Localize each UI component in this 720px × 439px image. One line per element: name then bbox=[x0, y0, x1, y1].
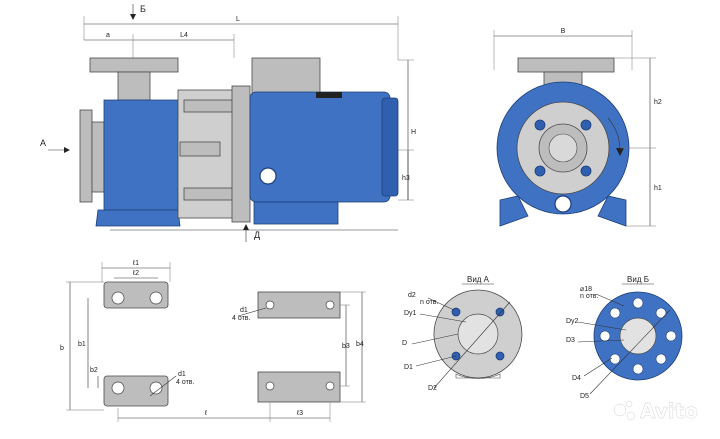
bolt-hole bbox=[580, 119, 592, 131]
dim-a-label: a bbox=[106, 32, 110, 39]
lifting-eye-icon bbox=[259, 167, 277, 185]
view-b-dy2-label: Dy2 bbox=[566, 318, 579, 325]
dim-d1-left-label: d1 bbox=[178, 371, 186, 378]
terminal-box bbox=[251, 57, 321, 95]
front-view: B h2 h1 bbox=[493, 28, 662, 227]
avito-watermark: Avito bbox=[613, 399, 698, 423]
arrow-b-label: Б bbox=[140, 4, 146, 14]
view-b-bolt-hole bbox=[655, 307, 667, 319]
view-a-d2-label: d2 bbox=[408, 292, 416, 299]
motor-foot-hole bbox=[265, 381, 275, 391]
motor-foot-hole bbox=[325, 381, 335, 391]
coupling bbox=[179, 141, 221, 157]
arrow-d-label: Д bbox=[254, 230, 260, 240]
view-b-bolt-hole bbox=[632, 297, 644, 309]
rotation-arrow-head bbox=[616, 148, 624, 156]
view-b-d5-label: D5 bbox=[580, 393, 589, 400]
view-b-d18-holes-label: n отв. bbox=[580, 293, 599, 300]
view-a: Вид А d2 n отв. Dy1 D D1 D2 bbox=[402, 275, 523, 392]
view-a-cutout bbox=[455, 373, 501, 379]
view-b-bolt-hole bbox=[655, 353, 667, 365]
front-foot-left bbox=[499, 195, 529, 227]
dim-L-label: L bbox=[236, 16, 240, 23]
view-b-title: Вид Б bbox=[627, 275, 649, 284]
dim-b1-label: b1 bbox=[78, 341, 86, 348]
suction-flange bbox=[79, 109, 93, 203]
dim-holes-right-label: 4 отв. bbox=[232, 315, 251, 322]
discharge-neck bbox=[117, 71, 151, 101]
dim-b3-label: b3 bbox=[342, 343, 350, 350]
bolt-hole bbox=[534, 165, 546, 177]
dim-h3-label: h3 bbox=[402, 175, 410, 182]
foot-hole bbox=[111, 291, 125, 305]
avito-logo-icon bbox=[613, 403, 627, 417]
view-a-d2-holes-label: n отв. bbox=[420, 299, 439, 306]
foot-hole bbox=[149, 381, 163, 395]
motor-fan-cover bbox=[381, 97, 399, 197]
motor-housing bbox=[249, 91, 391, 203]
motor-foot-hole bbox=[325, 300, 335, 310]
casing-foot bbox=[95, 209, 181, 227]
view-b: Вид Б ⌀18 n отв. Dy2 D3 D4 D5 bbox=[566, 275, 683, 400]
motor-flange bbox=[231, 85, 251, 223]
view-a-bolt-hole bbox=[495, 351, 505, 361]
suction-neck bbox=[91, 121, 105, 193]
dim-l1-label: ℓ1 bbox=[132, 260, 139, 267]
side-view: L a L4 Б H bbox=[40, 4, 416, 242]
view-a-bore bbox=[457, 313, 499, 355]
front-foot-right bbox=[597, 195, 627, 227]
view-a-bolt-hole bbox=[451, 307, 461, 317]
foot-hole bbox=[149, 291, 163, 305]
arrow-a-label: A bbox=[40, 138, 46, 148]
discharge-flange bbox=[89, 57, 179, 73]
view-b-bolt-hole bbox=[632, 363, 644, 375]
motor-nameplate bbox=[316, 92, 342, 98]
view-a-d1-label: D1 bbox=[404, 364, 413, 371]
volute-casing bbox=[103, 99, 179, 211]
arrow-d-icon bbox=[243, 224, 249, 230]
dim-holes-left-label: 4 отв. bbox=[176, 379, 195, 386]
view-a-bolt-hole bbox=[495, 307, 505, 317]
bracket-rib-lower bbox=[183, 187, 235, 201]
view-b-bolt-hole bbox=[665, 330, 677, 342]
dim-b-label: b bbox=[60, 345, 64, 352]
motor-foot bbox=[253, 201, 339, 225]
view-b-bore bbox=[619, 317, 657, 355]
view-a-d-label: D bbox=[402, 340, 407, 347]
suction-bore bbox=[548, 133, 578, 163]
avito-watermark-text: Avito bbox=[640, 399, 698, 423]
bracket-rib bbox=[183, 99, 235, 113]
dim-l2-label: ℓ2 bbox=[132, 270, 139, 277]
view-a-title: Вид А bbox=[467, 275, 490, 284]
view-b-bolt-hole bbox=[599, 330, 611, 342]
view-b-d4-label: D4 bbox=[572, 375, 581, 382]
feet-plan: ℓ1 ℓ2 d1 4 отв. b b1 b2 d1 4 отв. b3 bbox=[60, 260, 366, 422]
drain-plug-icon bbox=[554, 195, 572, 213]
dim-h1-label: h1 bbox=[654, 185, 662, 192]
view-a-d2b-label: D2 bbox=[428, 385, 437, 392]
dim-l3-label: ℓ3 bbox=[296, 410, 303, 417]
dim-b2-label: b2 bbox=[90, 367, 98, 374]
dim-d1-right-label: d1 bbox=[240, 307, 248, 314]
view-b-bolt-hole bbox=[609, 353, 621, 365]
motor-foot-hole bbox=[265, 300, 275, 310]
bolt-hole bbox=[580, 165, 592, 177]
bolt-hole bbox=[534, 119, 546, 131]
dim-h2-label: h2 bbox=[654, 99, 662, 106]
view-a-dy1-label: Dy1 bbox=[404, 310, 417, 317]
foot-hole bbox=[111, 381, 125, 395]
arrow-b-icon bbox=[130, 14, 136, 20]
arrow-a-icon bbox=[64, 147, 70, 153]
front-discharge-flange bbox=[517, 57, 615, 73]
dim-l-label: ℓ bbox=[204, 410, 208, 417]
dim-H-label: H bbox=[411, 129, 416, 136]
view-b-d3-label: D3 bbox=[566, 337, 575, 344]
dim-b4-label: b4 bbox=[356, 341, 364, 348]
dim-L4-label: L4 bbox=[180, 32, 188, 39]
view-b-d18-label: ⌀18 bbox=[580, 286, 592, 293]
view-b-bolt-hole bbox=[609, 307, 621, 319]
dim-B-label: B bbox=[561, 28, 566, 35]
